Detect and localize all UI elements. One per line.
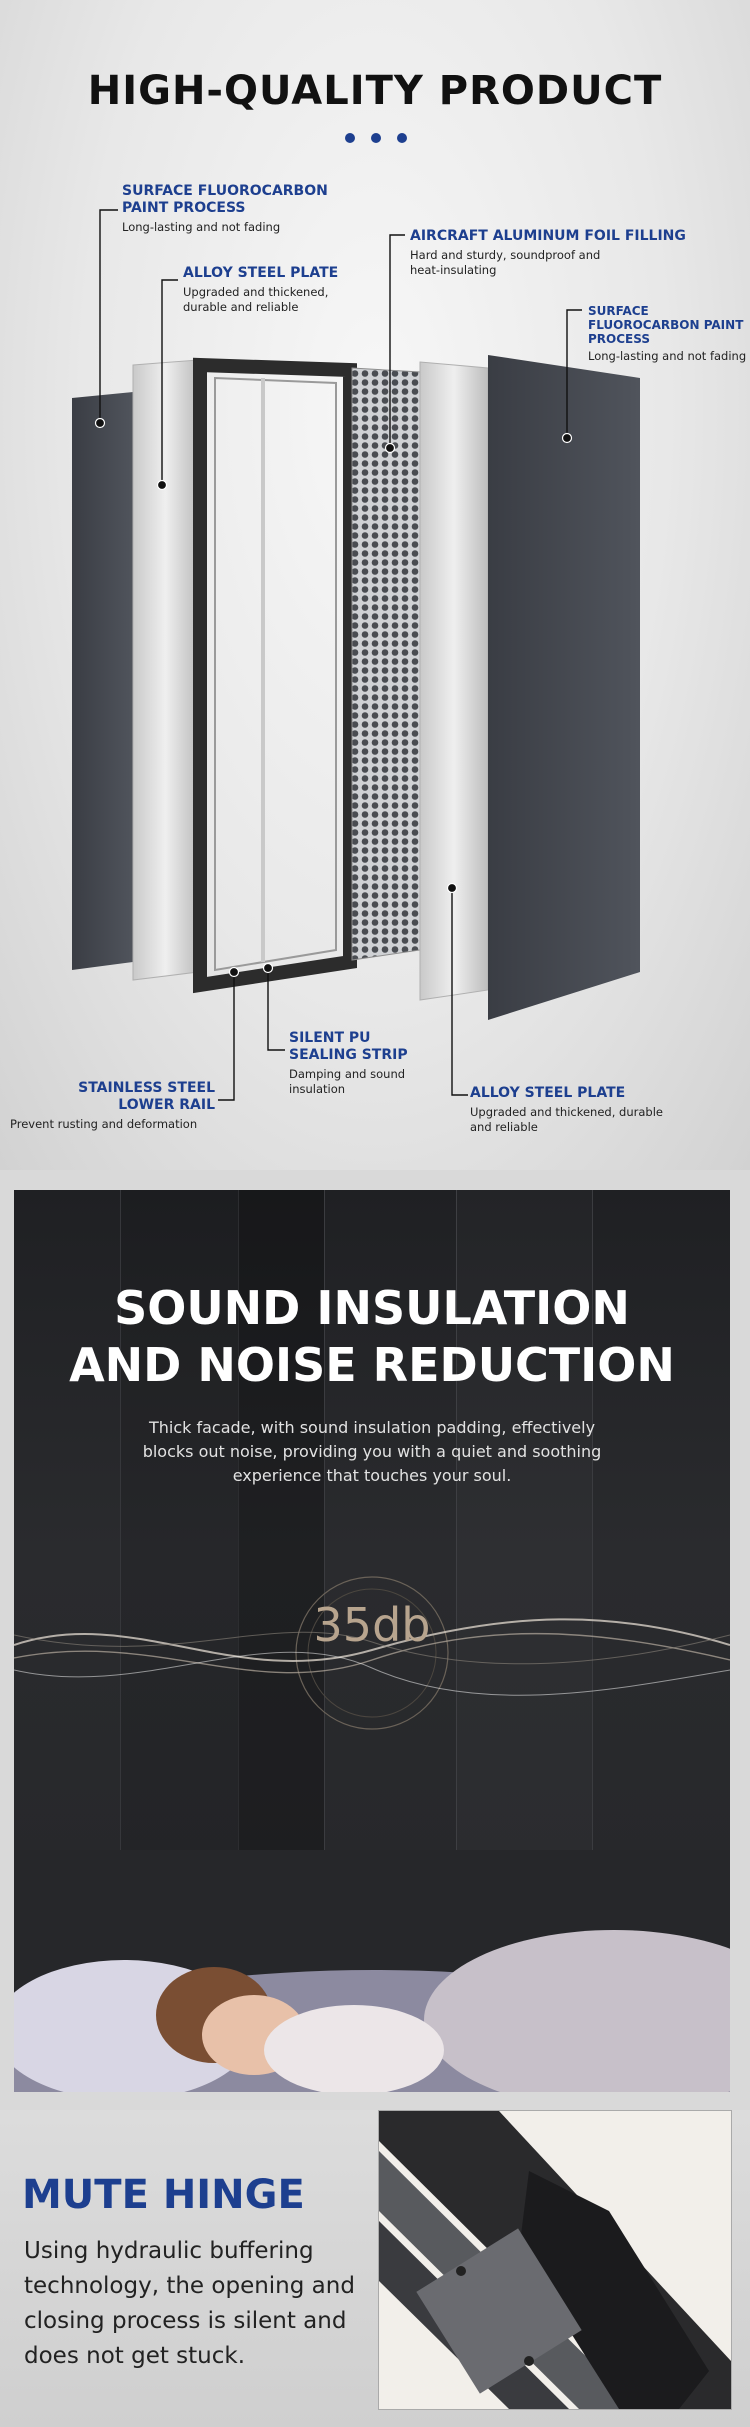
door-frame [193, 357, 357, 994]
sound-description: Thick facade, with sound insulation padd… [142, 1418, 602, 1485]
hinge-description: Using hydraulic buffering technology, th… [24, 2238, 355, 2369]
steel-plate-right [419, 361, 489, 1001]
label-steel-right: ALLOY STEEL PLATE Upgraded and thickened… [470, 1085, 663, 1134]
section-title: HIGH-QUALITY PRODUCT [87, 68, 663, 114]
decibel-value: 35db [313, 1598, 431, 1652]
sleeping-child-photo [14, 1850, 730, 2092]
paint-panel-right [488, 355, 640, 1020]
product-layers-section: HIGH-QUALITY PRODUCT [0, 0, 750, 1170]
label-steel-left: ALLOY STEEL PLATE Upgraded and thickened… [183, 265, 339, 314]
honeycomb-core [351, 367, 421, 961]
sound-wave-graphic [14, 1576, 730, 1730]
mute-hinge-section: MUTE HINGE Using hydraulic buffering tec… [0, 2110, 750, 2427]
hinge-title: MUTE HINGE [22, 2172, 305, 2218]
steel-plate-left [132, 359, 199, 981]
label-paint-right: SURFACE FLUOROCARBON PAINT PROCESS Long-… [588, 304, 747, 363]
label-lower-rail: STAINLESS STEEL LOWER RAIL Prevent rusti… [10, 1080, 215, 1131]
hinge-photo [378, 2110, 732, 2410]
paint-panel-left [72, 392, 133, 970]
label-aluminum-core: AIRCRAFT ALUMINUM FOIL FILLING Hard and … [410, 228, 686, 277]
label-paint-left: SURFACE FLUOROCARBON PAINT PROCESS Long-… [122, 183, 328, 234]
title-decoration-dots [345, 128, 425, 143]
door-layers-illustration [72, 209, 640, 1101]
label-sealing-strip: SILENT PU SEALING STRIP Damping and soun… [289, 1030, 408, 1096]
